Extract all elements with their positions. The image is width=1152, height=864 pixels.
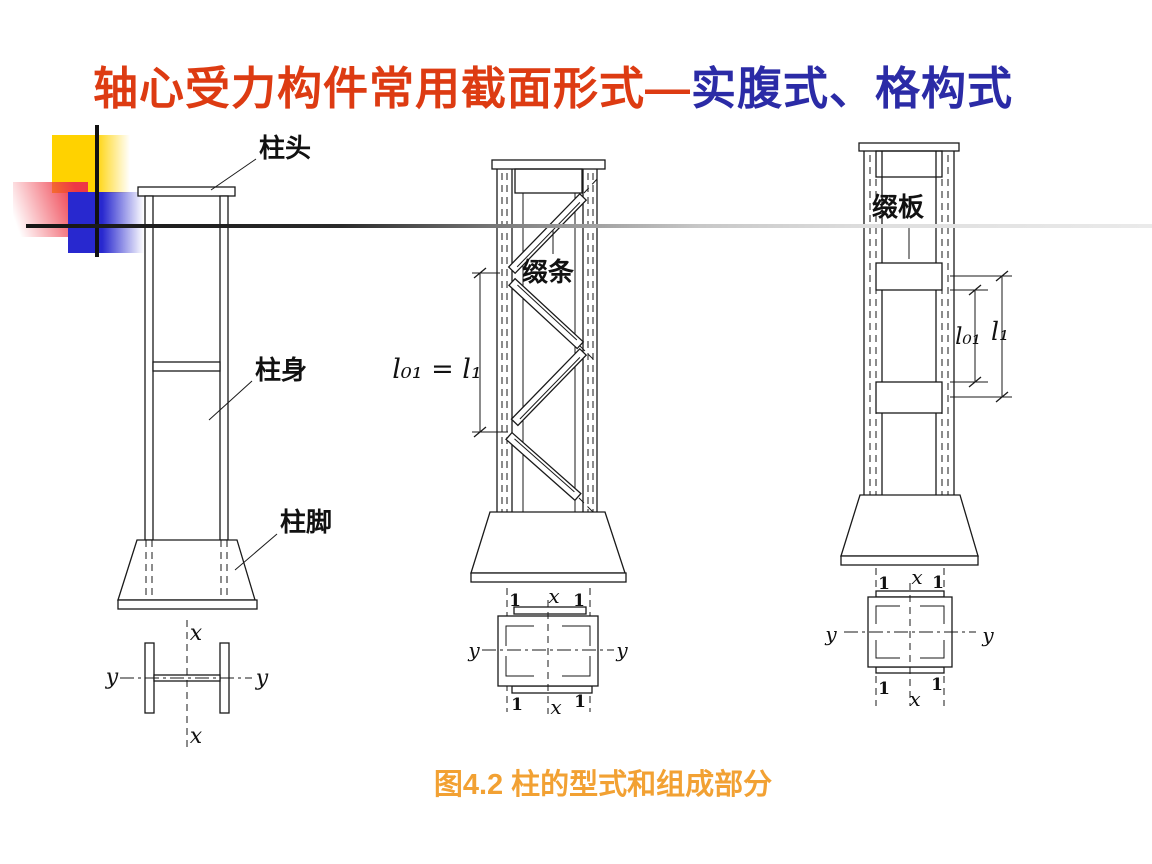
- column-head-plate: [491, 159, 606, 170]
- laced-column-figure: 缀条 l₀₁ = l₁: [392, 159, 628, 719]
- section-axis-hidden-lines: [875, 568, 945, 706]
- left-flange: [144, 195, 154, 541]
- axis-label-y-right: y: [981, 623, 994, 647]
- deco-vertical-line: [95, 125, 99, 257]
- dim-label-l1: l₁: [991, 317, 1009, 346]
- batten-dimensions: l₀₁ l₁: [950, 270, 1012, 403]
- section-mark-1-bl: 1: [511, 695, 523, 715]
- column-base-trapezoid: [840, 494, 979, 557]
- label-column-head: 柱头: [259, 133, 311, 163]
- column-base-plate: [117, 599, 258, 610]
- batten-plate: [875, 262, 943, 291]
- slide-title: 轴心受力构件常用截面形式—实腹式、格构式: [93, 52, 1013, 117]
- right-flange: [219, 195, 229, 541]
- lacing-bar: [507, 192, 588, 275]
- axis-label-x-bottom: x: [909, 687, 920, 711]
- label-column-shaft: 柱身: [255, 355, 307, 385]
- section-mark-1-tr: 1: [932, 573, 944, 593]
- head-connection-box: [514, 168, 583, 194]
- deco-blue-square: [68, 192, 144, 253]
- web-stiffener: [152, 361, 221, 372]
- column-base-trapezoid: [117, 539, 256, 601]
- lacing-bar: [508, 277, 585, 350]
- deco-horizontal-line: [26, 224, 1152, 228]
- axis-label-y-left: y: [824, 622, 837, 646]
- title-blue-part: 实腹式、格构式: [691, 63, 1014, 114]
- section-mark-1-tr: 1: [573, 591, 585, 611]
- column-head-plate: [858, 142, 960, 152]
- column-base-plate: [840, 555, 979, 566]
- chord-shafts: [863, 151, 955, 556]
- section-mark-1-bl: 1: [878, 679, 890, 699]
- section-mark-1-br: 1: [574, 692, 586, 712]
- label-batten-plate: 缀板: [872, 192, 924, 222]
- axis-label-y-left: y: [467, 638, 480, 662]
- panel-dimension: l₀₁ = l₁: [392, 267, 508, 438]
- column-head-plate: [137, 186, 236, 197]
- laced-section: 1 x 1 y y 1 x 1: [467, 584, 628, 719]
- lacing-bar: [505, 431, 582, 502]
- battened-column-figure: 缀板 l₀₁ l₁: [824, 142, 1012, 711]
- section-mark-1-br: 1: [931, 675, 943, 695]
- head-leader-line: [210, 158, 257, 191]
- corner-angles: [505, 625, 591, 677]
- section-mark-1-tl: 1: [509, 591, 521, 611]
- head-connection-box: [875, 150, 943, 178]
- axis-label-y-left: y: [105, 665, 119, 690]
- base-hidden-lines: [145, 540, 228, 600]
- axis-label-x-bottom: x: [550, 695, 561, 719]
- shaft-leader-line: [208, 380, 253, 421]
- lacing-bar: [510, 347, 588, 427]
- batten-plate: [875, 381, 943, 414]
- axis-label-y-right: y: [615, 638, 628, 662]
- axis-label-y-right: y: [255, 666, 269, 691]
- dim-label-l01: l₀₁: [955, 324, 981, 350]
- label-column-base: 柱脚: [280, 507, 332, 537]
- section-mark-1-tl: 1: [878, 574, 890, 594]
- title-red-part: 轴心受力构件常用截面形式—: [93, 63, 692, 114]
- battened-section: 1 x 1 y y 1 1 x: [824, 565, 994, 711]
- column-base-plate: [470, 572, 627, 583]
- axis-label-x-top: x: [190, 621, 203, 646]
- solid-web-column-figure: 柱头 柱身 柱脚 x x y y: [105, 133, 332, 749]
- axis-label-x-top: x: [548, 584, 559, 608]
- axis-label-x-bottom: x: [190, 724, 203, 749]
- i-section: x x y y: [105, 620, 269, 749]
- axis-label-x-top: x: [911, 565, 922, 589]
- lacing-hidden-stubs: [578, 176, 600, 514]
- column-base-trapezoid: [470, 511, 626, 574]
- figure-caption: 图4.2 柱的型式和组成部分: [433, 769, 773, 801]
- label-lacing-bar: 缀条: [522, 257, 575, 287]
- dim-label-l01-eq-l1: l₀₁ = l₁: [392, 354, 482, 385]
- section-top-plate: [513, 606, 587, 615]
- base-leader-line: [234, 533, 278, 571]
- corner-angles: [875, 605, 945, 659]
